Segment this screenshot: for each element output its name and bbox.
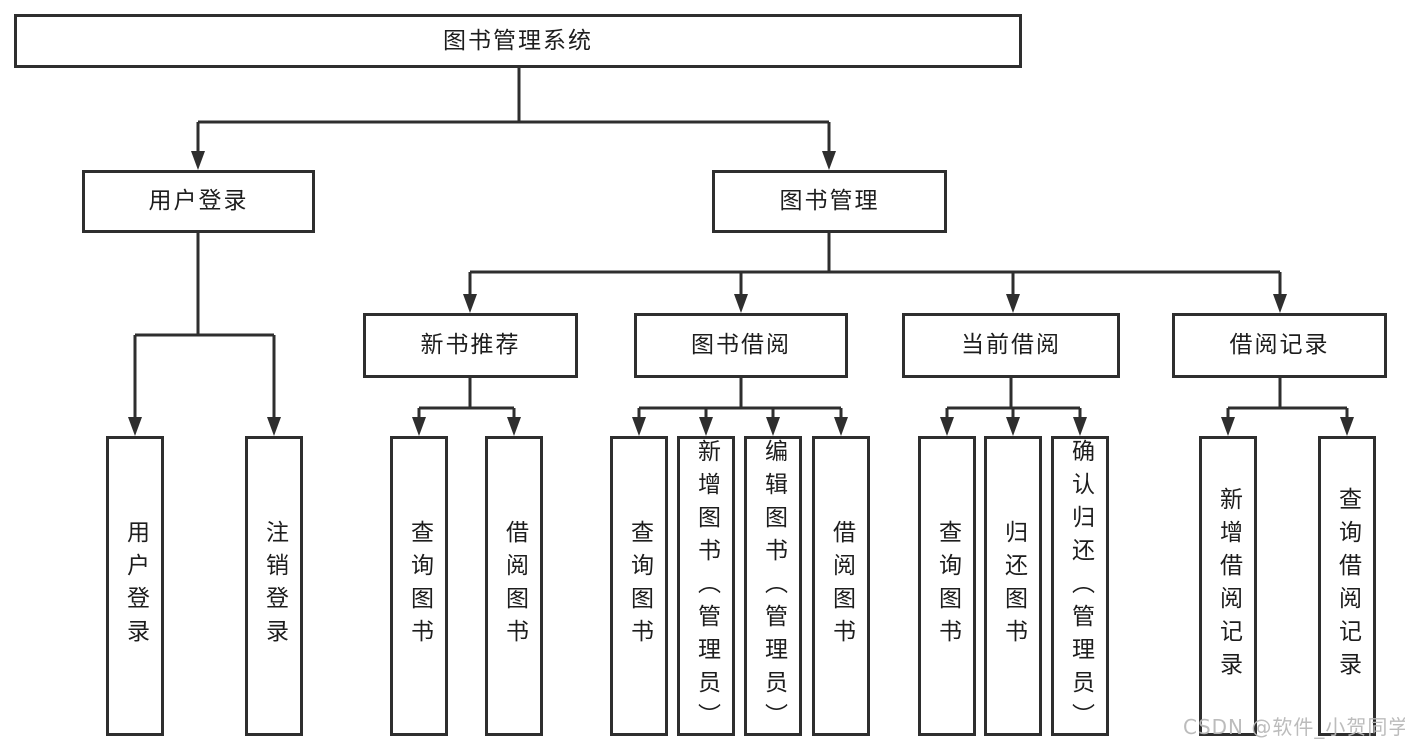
leaf-label: 新增借阅记录 xyxy=(1215,487,1242,685)
leaf-return-books: 归还图书 xyxy=(984,436,1042,736)
leaf-label: 确认归还（管理员） xyxy=(1067,439,1094,736)
leaf-label: 查询图书 xyxy=(934,520,961,652)
node-book-management: 图书管理 xyxy=(712,170,947,233)
node-label: 用户登录 xyxy=(148,188,249,214)
node-borrowing-records: 借阅记录 xyxy=(1172,313,1387,378)
node-current-borrowing: 当前借阅 xyxy=(902,313,1120,378)
node-label: 借阅记录 xyxy=(1229,332,1330,358)
node-user-login: 用户登录 xyxy=(82,170,315,233)
leaf-query-books-borrowing: 查询图书 xyxy=(610,436,668,736)
node-label: 图书管理 xyxy=(779,188,880,214)
leaf-add-books-admin: 新增图书（管理员） xyxy=(677,436,735,736)
leaf-label: 新增图书（管理员） xyxy=(693,439,720,736)
leaf-logout: 注销登录 xyxy=(245,436,303,736)
leaf-confirm-return-admin: 确认归还（管理员） xyxy=(1051,436,1109,736)
leaf-query-books-recommend: 查询图书 xyxy=(390,436,448,736)
node-new-book-recommend: 新书推荐 xyxy=(363,313,578,378)
node-label: 新书推荐 xyxy=(420,332,521,358)
leaf-query-books-current: 查询图书 xyxy=(918,436,976,736)
leaf-label: 借阅图书 xyxy=(828,520,855,652)
node-label: 当前借阅 xyxy=(961,332,1061,358)
leaf-label: 归还图书 xyxy=(1000,520,1027,652)
leaf-label: 查询图书 xyxy=(626,520,653,652)
leaf-user-login: 用户登录 xyxy=(106,436,164,736)
node-library-management-system: 图书管理系统 xyxy=(14,14,1022,68)
node-label: 图书管理系统 xyxy=(443,27,593,54)
tree-edges xyxy=(133,68,1349,420)
leaf-label: 编辑图书（管理员） xyxy=(760,439,787,736)
node-label: 图书借阅 xyxy=(691,332,791,358)
node-book-borrowing: 图书借阅 xyxy=(634,313,848,378)
leaf-label: 注销登录 xyxy=(261,520,288,652)
leaf-label: 用户登录 xyxy=(122,520,149,652)
leaf-label: 查询借阅记录 xyxy=(1334,487,1361,685)
leaf-add-borrow-record: 新增借阅记录 xyxy=(1199,436,1257,736)
leaf-edit-books-admin: 编辑图书（管理员） xyxy=(744,436,802,736)
leaf-label: 借阅图书 xyxy=(501,520,528,652)
leaf-borrow-books-recommend: 借阅图书 xyxy=(485,436,543,736)
leaf-label: 查询图书 xyxy=(406,520,433,652)
leaf-borrow-books-borrowing: 借阅图书 xyxy=(812,436,870,736)
leaf-query-borrow-record: 查询借阅记录 xyxy=(1318,436,1376,736)
csdn-watermark: CSDN @软件_小贺同学 xyxy=(1183,715,1405,739)
